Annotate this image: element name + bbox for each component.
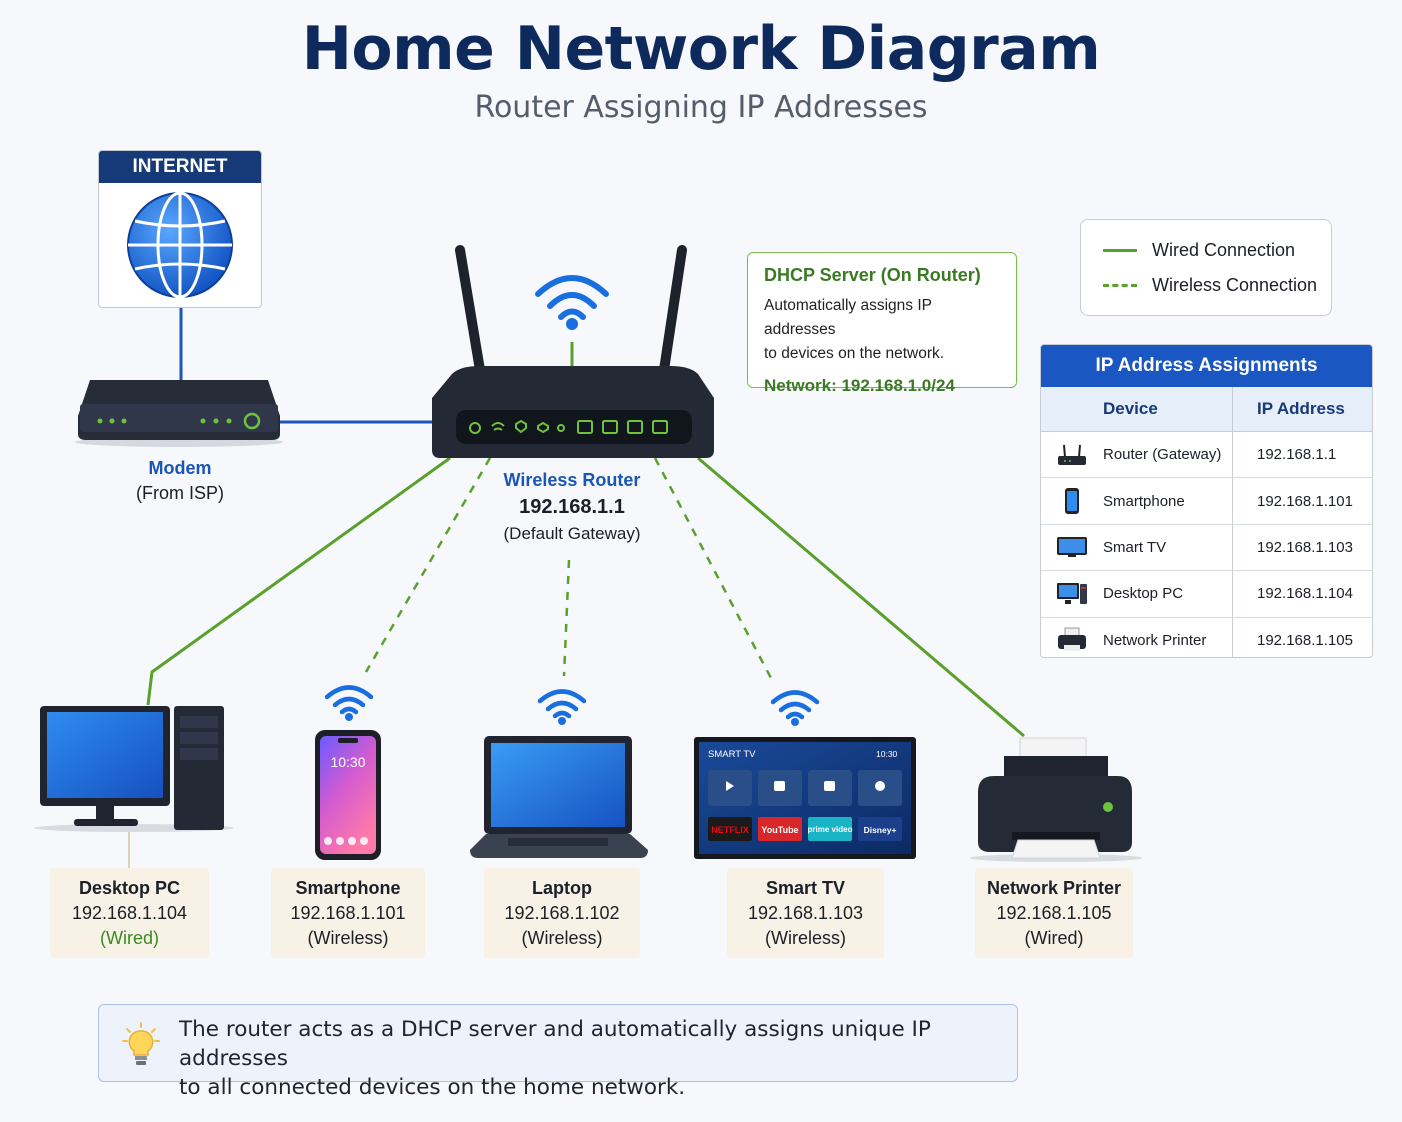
device-ip: 192.168.1.102: [504, 903, 620, 923]
device-card-smartphone: Smartphone 192.168.1.101 (Wireless): [271, 868, 425, 958]
network-printer-device: [970, 737, 1142, 862]
row-device: Network Printer: [1103, 631, 1207, 649]
device-ip: 192.168.1.104: [71, 903, 188, 923]
table-row: Smartphone 192.168.1.101: [1041, 478, 1372, 525]
legend-wireless-label: Wireless Connection: [1152, 275, 1318, 295]
wireless-link-tv: [653, 457, 774, 681]
modem-note: (From ISP): [136, 483, 224, 503]
laptop-device: [470, 736, 648, 858]
col-device-header: Device: [1041, 387, 1233, 431]
device-ip: 192.168.1.103: [747, 903, 864, 923]
tv-app-disney: Disney+: [864, 825, 897, 835]
row-ip: 192.168.1.1: [1257, 446, 1337, 464]
globe-icon: [127, 191, 233, 299]
router-ip: 192.168.1.1: [519, 496, 625, 518]
desktop-icon: [1041, 581, 1103, 607]
row-device: Router (Gateway): [1103, 446, 1222, 464]
smartphone-wifi-icon: [324, 685, 374, 721]
device-ip: 192.168.1.101: [290, 903, 406, 923]
table-row: Smart TV 192.168.1.103: [1041, 524, 1372, 572]
router-wifi-icon: [535, 275, 609, 330]
row-ip: 192.168.1.101: [1257, 492, 1353, 510]
phone-screen-time: 10:30: [330, 754, 365, 770]
device-name: Desktop PC: [78, 878, 181, 898]
page-subtitle: Router Assigning IP Addresses: [474, 90, 928, 125]
printer-icon: [1041, 627, 1103, 653]
device-card-network-printer: Network Printer 192.168.1.105 (Wired): [975, 868, 1133, 958]
router-name: Wireless Router: [503, 470, 641, 490]
lightbulb-icon: [122, 1022, 160, 1065]
legend: Wired Connection Wireless Connection: [1080, 219, 1332, 316]
tv-app-youtube: YouTube: [761, 825, 798, 835]
row-ip: 192.168.1.104: [1257, 585, 1353, 603]
device-name: Laptop: [532, 878, 592, 898]
row-device: Smartphone: [1103, 492, 1185, 510]
row-device: Desktop PC: [1103, 585, 1184, 603]
wired-line-swatch: [1103, 249, 1137, 252]
legend-wireless: Wireless Connection: [1103, 275, 1317, 296]
router-icon: [1041, 443, 1103, 467]
smartphone-icon: [1041, 487, 1103, 515]
ip-table-header-row: Device IP Address: [1041, 387, 1372, 432]
legend-wired: Wired Connection: [1103, 240, 1295, 261]
internet-card: INTERNET: [98, 150, 262, 308]
info-note: The router acts as a DHCP server and aut…: [98, 1004, 1018, 1100]
note-line2: to all connected devices on the home net…: [179, 1075, 686, 1100]
row-ip: 192.168.1.103: [1257, 538, 1353, 556]
table-row: Network Printer 192.168.1.105: [1041, 617, 1372, 657]
device-name: Network Printer: [986, 878, 1122, 898]
ip-assignment-table: IP Address Assignments Device IP Address…: [1040, 344, 1373, 658]
modem-label: Modem (From ISP): [95, 458, 265, 504]
table-row: Router (Gateway) 192.168.1.1: [1041, 432, 1372, 479]
tv-wifi-icon: [770, 690, 820, 726]
legend-wired-label: Wired Connection: [1152, 240, 1296, 260]
device-connection: (Wired): [1024, 928, 1084, 948]
table-row: Desktop PC 192.168.1.104: [1041, 571, 1372, 618]
smartphone-device: 10:30: [315, 730, 381, 860]
page-title: Home Network Diagram: [301, 14, 1101, 84]
row-device: Smart TV: [1103, 538, 1167, 556]
device-card-smart-tv: Smart TV 192.168.1.103 (Wireless): [727, 868, 884, 958]
device-name: Smart TV: [765, 878, 846, 898]
device-name: Smartphone: [295, 878, 401, 898]
internet-label: INTERNET: [99, 151, 261, 183]
tv-app-prime: prime video: [808, 825, 853, 834]
router-note: (Default Gateway): [503, 524, 641, 543]
modem-name: Modem: [148, 458, 212, 478]
smart-tv-device: SMART TV 10:30 NETFLIX YouTube prime vid…: [694, 737, 916, 859]
device-connection: (Wired): [100, 928, 159, 948]
tv-brand: SMART TV: [708, 749, 756, 760]
dhcp-info-box: DHCP Server (On Router) Automatically as…: [747, 252, 1017, 395]
dhcp-desc-line2: to devices on the network.: [764, 345, 945, 362]
dhcp-network: Network: 192.168.1.0/24: [764, 376, 955, 395]
modem-device: [75, 380, 283, 447]
desktop-pc-device: [34, 706, 234, 832]
row-ip: 192.168.1.105: [1257, 631, 1353, 649]
col-ip-header: IP Address: [1257, 399, 1345, 418]
router-label: Wireless Router 192.168.1.1 (Default Gat…: [462, 470, 682, 544]
wired-link-desktop: [146, 456, 451, 706]
device-ip: 192.168.1.105: [996, 903, 1112, 923]
wireless-line-swatch: [1103, 284, 1137, 287]
device-connection: (Wireless): [307, 928, 389, 948]
tv-icon: [1041, 535, 1103, 559]
router-device[interactable]: [420, 240, 730, 465]
tv-app-netflix: NETFLIX: [711, 825, 749, 835]
wired-link-printer: [697, 456, 1025, 738]
device-card-laptop: Laptop 192.168.1.102 (Wireless): [484, 868, 640, 958]
note-line1: The router acts as a DHCP server and aut…: [179, 1017, 931, 1071]
laptop-wifi-icon: [537, 689, 587, 725]
tv-time: 10:30: [876, 749, 898, 759]
dhcp-heading: DHCP Server (On Router): [764, 265, 981, 285]
wireless-link-laptop: [562, 559, 571, 677]
device-card-desktop-pc: Desktop PC 192.168.1.104 (Wired): [50, 868, 209, 958]
ip-table-title: IP Address Assignments: [1041, 345, 1372, 387]
device-connection: (Wireless): [765, 928, 846, 948]
dhcp-desc-line1: Automatically assigns IP addresses: [764, 297, 932, 338]
device-connection: (Wireless): [521, 928, 603, 948]
